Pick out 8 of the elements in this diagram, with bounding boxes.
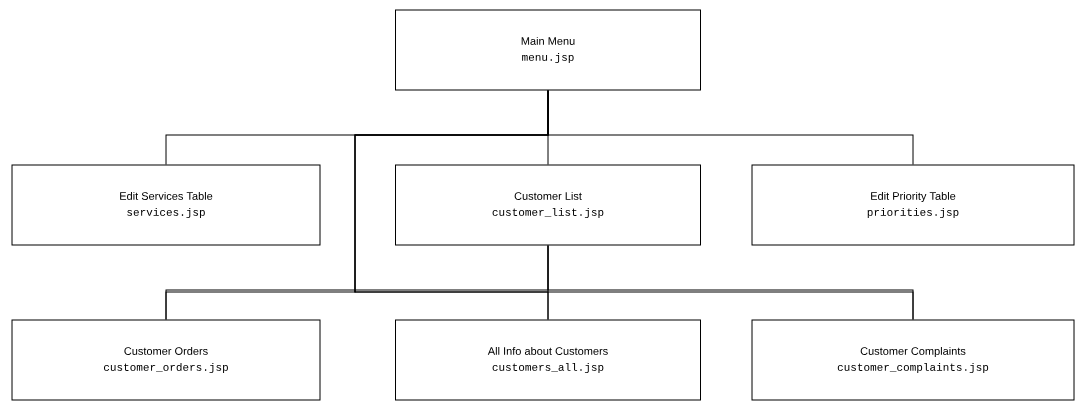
- page-box: All Info about Customers customers_all.jsp: [395, 319, 701, 401]
- page-box: Customer List customer_list.jsp: [395, 164, 701, 246]
- page-box: Edit Priority Table priorities.jsp: [751, 164, 1075, 246]
- page-box: Customer Complaints customer_complaints.jsp: [751, 319, 1075, 401]
- page-box: Customer Orders customer_orders.jsp: [11, 319, 321, 401]
- page-box: Edit Services Table services.jsp: [11, 164, 321, 246]
- connector-line: [547, 245, 914, 320]
- page-box: Main Menu menu.jsp: [395, 9, 701, 91]
